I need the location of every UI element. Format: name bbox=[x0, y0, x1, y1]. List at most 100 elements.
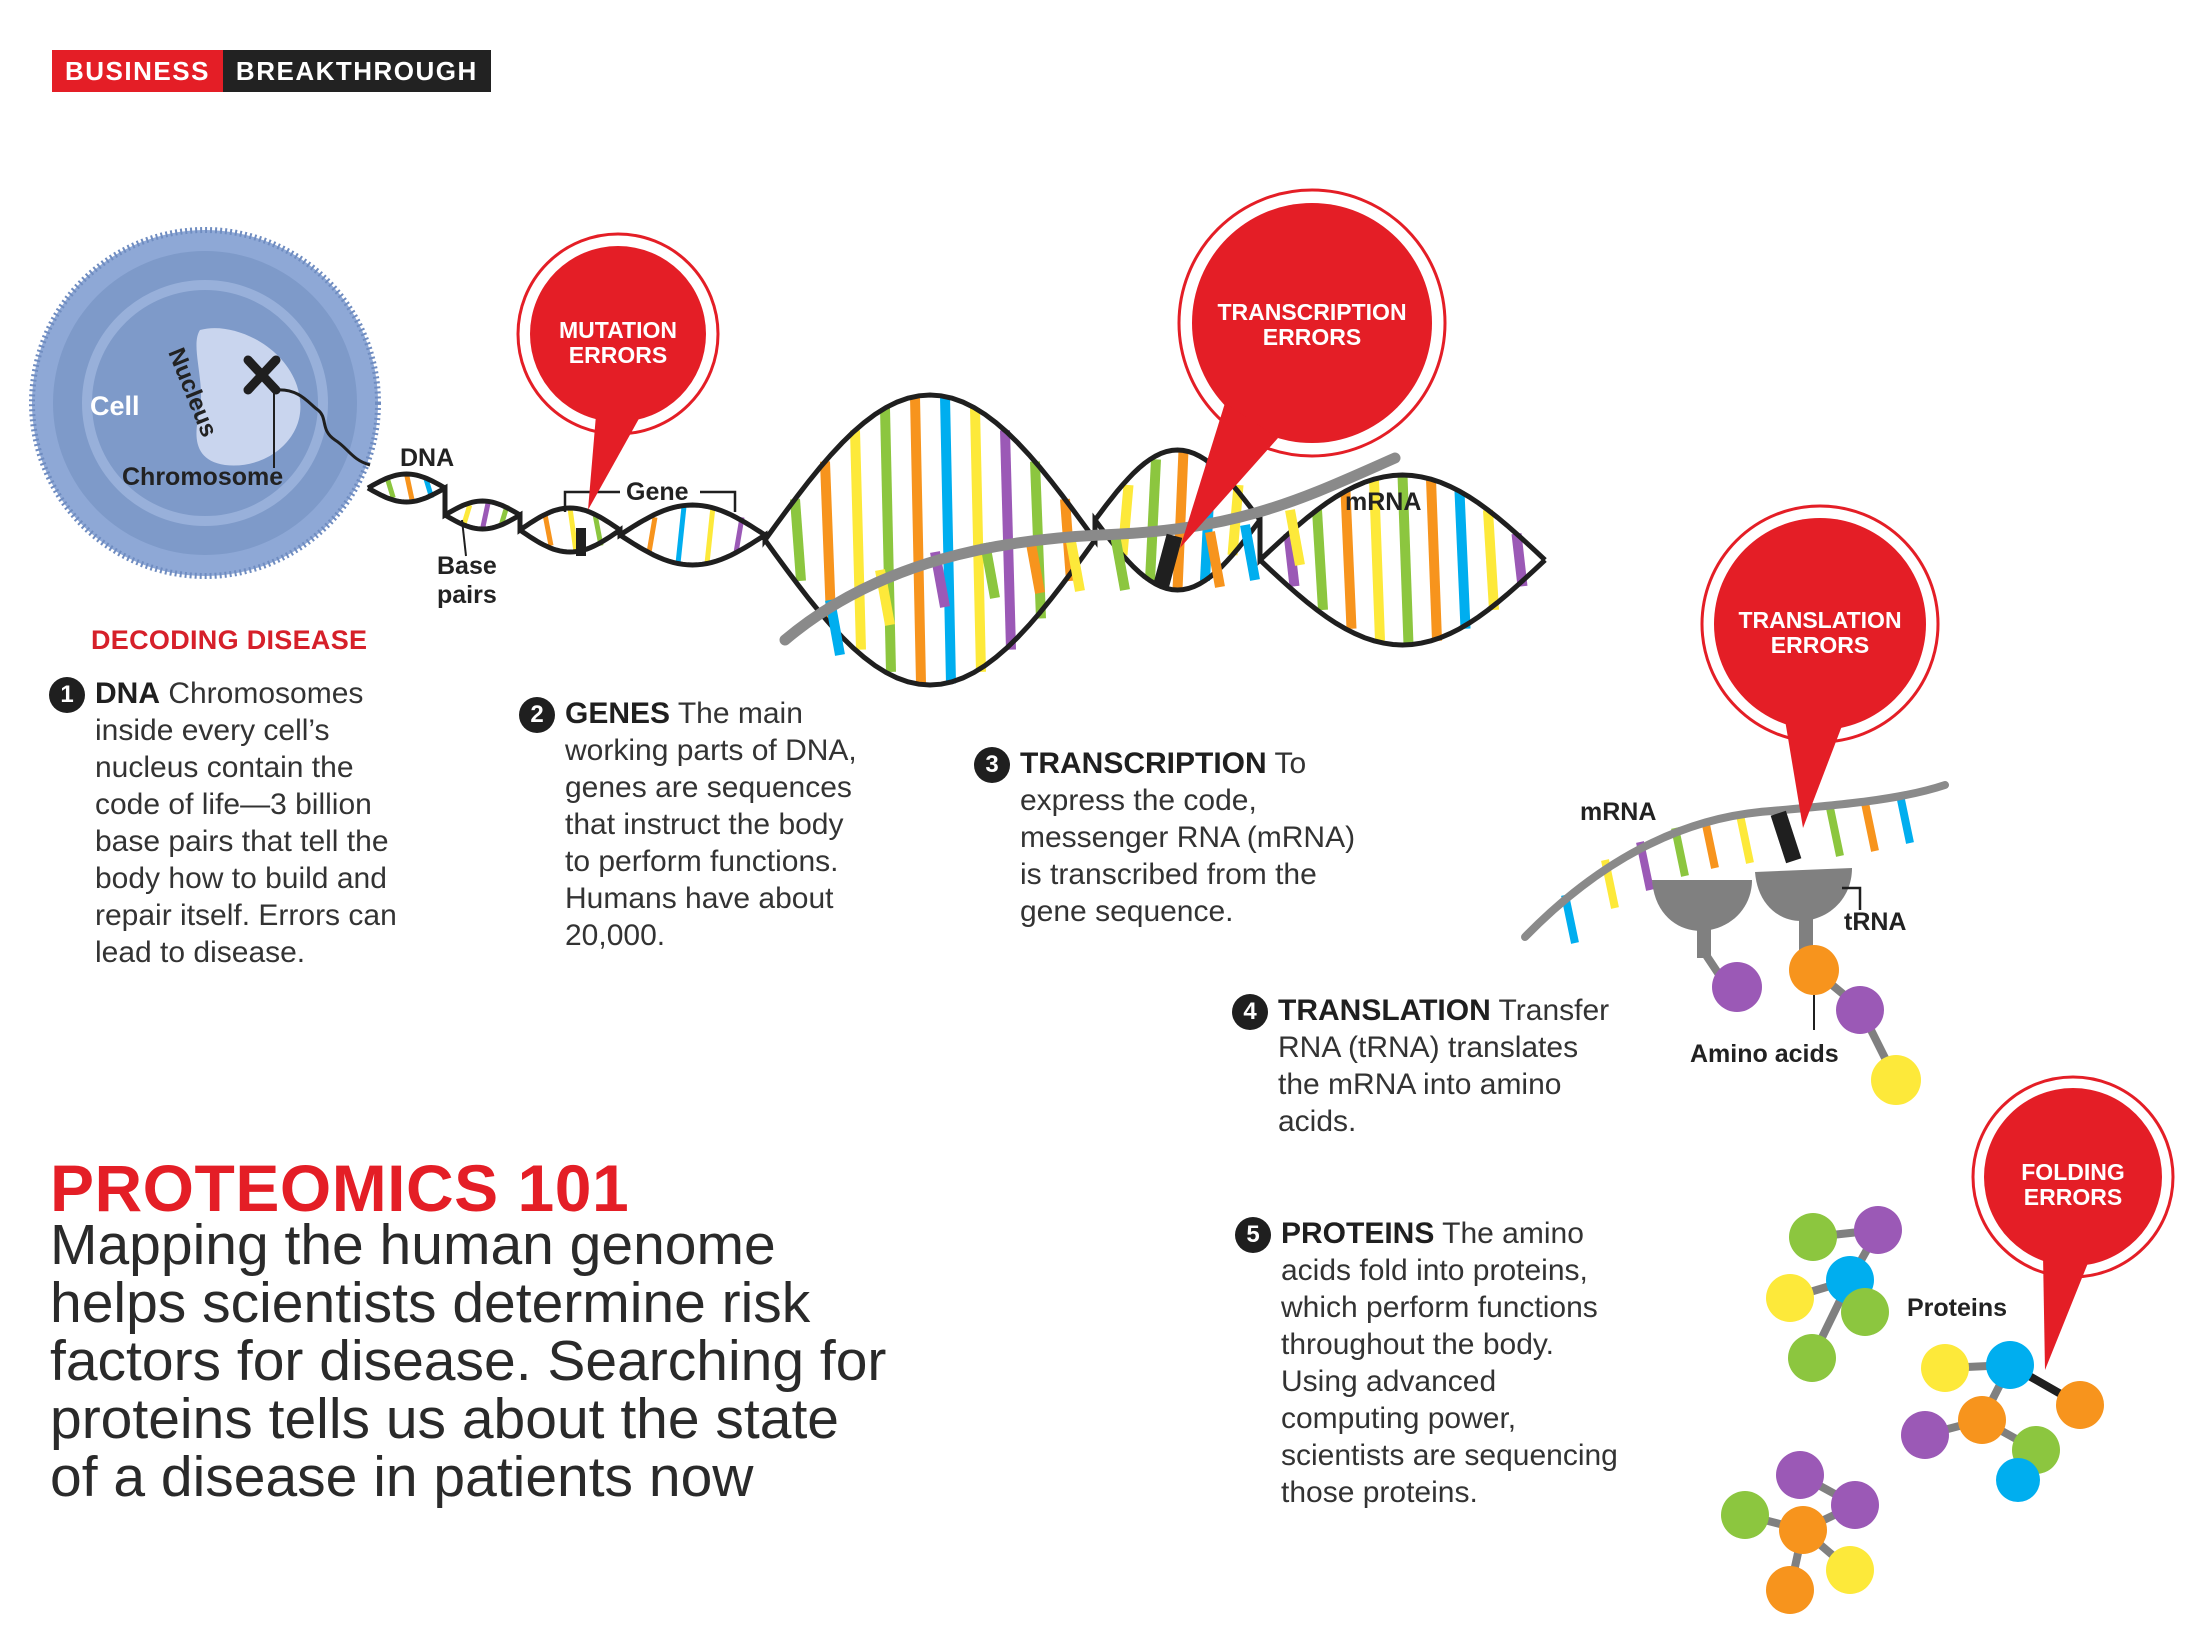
subtitle-line: proteins tells us about the state bbox=[50, 1387, 839, 1451]
mrna-label-translation: mRNA bbox=[1580, 798, 1656, 826]
step-number: 2 bbox=[519, 697, 555, 733]
base-pair-rung bbox=[940, 396, 956, 684]
base-pair-rung bbox=[880, 407, 896, 673]
rna-base bbox=[1896, 794, 1914, 844]
step-heading: TRANSCRIPTION bbox=[1020, 747, 1267, 780]
step-text: code of life—3 billion bbox=[95, 788, 372, 821]
step-genes: 2 GENES The main working parts of DNA, g… bbox=[519, 695, 1005, 954]
step-number: 5 bbox=[1235, 1217, 1271, 1253]
rna-base bbox=[1285, 509, 1305, 566]
step-text: those proteins. bbox=[1281, 1476, 1478, 1509]
base-pair-rung bbox=[1454, 491, 1471, 629]
folding-errors-line-2: ERRORS bbox=[2024, 1184, 2122, 1210]
step-text: acids fold into proteins, bbox=[1281, 1254, 1588, 1287]
base-pair-rung bbox=[646, 516, 658, 554]
rna-base bbox=[1025, 537, 1045, 594]
trna-label: tRNA bbox=[1844, 908, 1907, 936]
protein-cluster-1 bbox=[1766, 1206, 1902, 1382]
step-text: repair itself. Errors can bbox=[95, 899, 397, 932]
step-text: throughout the body. bbox=[1281, 1328, 1554, 1361]
step-number: 4 bbox=[1232, 994, 1268, 1030]
step-text: acids. bbox=[1278, 1105, 1357, 1138]
base-pair-rung bbox=[1397, 474, 1414, 646]
transcription-errors-line-1: TRANSCRIPTION bbox=[1217, 299, 1406, 325]
base-pair-rung bbox=[1117, 484, 1134, 556]
mutation-errors-line-2: ERRORS bbox=[569, 342, 667, 368]
step-text: The main bbox=[670, 697, 803, 730]
mrna-strand-translation bbox=[1521, 781, 1949, 941]
step-text: To bbox=[1266, 747, 1307, 780]
amino-acids-label: Amino acids bbox=[1690, 1040, 1839, 1068]
mutation-errors-callout: MUTATION ERRORS bbox=[516, 232, 720, 510]
base-pair-rung bbox=[1511, 533, 1528, 587]
mrna-label-transcription: mRNA bbox=[1345, 488, 1421, 516]
amino-acid-yellow bbox=[1871, 1055, 1921, 1105]
translation-error-marker bbox=[1770, 810, 1802, 864]
rna-base bbox=[1205, 531, 1225, 588]
step-number: 1 bbox=[49, 677, 85, 713]
transcription-errors-line-2: ERRORS bbox=[1263, 324, 1361, 350]
dna-label: DNA bbox=[400, 444, 454, 472]
translation-errors-line-2: ERRORS bbox=[1771, 632, 1869, 658]
step-heading: DNA bbox=[95, 677, 160, 710]
base-pair-rung bbox=[850, 430, 866, 650]
chromosome-label: Chromosome bbox=[122, 463, 283, 491]
header-banner: BUSINESS BREAKTHROUGH bbox=[52, 50, 491, 92]
base-pair-rung bbox=[404, 473, 415, 503]
rna-base bbox=[1861, 802, 1879, 852]
step-proteins: 5 PROTEINS The amino acids fold into pro… bbox=[1235, 1215, 1721, 1511]
step-text: the mRNA into amino bbox=[1278, 1068, 1562, 1101]
translation-errors-line-1: TRANSLATION bbox=[1738, 607, 1901, 633]
step-heading: TRANSLATION bbox=[1278, 994, 1491, 1027]
header-business: BUSINESS bbox=[52, 50, 223, 92]
step-text: RNA (tRNA) translates bbox=[1278, 1031, 1579, 1064]
dna-strand-a bbox=[366, 392, 1547, 593]
step-heading: PROTEINS bbox=[1281, 1217, 1435, 1250]
step-text: 20,000. bbox=[565, 919, 666, 952]
step-text: to perform functions. bbox=[565, 845, 839, 878]
protein-cluster-3 bbox=[1721, 1451, 1879, 1614]
base-pair-rung bbox=[704, 506, 716, 564]
step-text: is transcribed from the bbox=[1020, 858, 1317, 891]
step-text: inside every cell’s bbox=[95, 714, 330, 747]
base-pair-rung bbox=[675, 506, 687, 564]
step-text: lead to disease. bbox=[95, 936, 306, 969]
base-pair-rung bbox=[1172, 449, 1189, 591]
subtitle-line: of a disease in patients now bbox=[50, 1445, 754, 1509]
translation-errors-callout: TRANSLATION ERRORS bbox=[1700, 504, 1940, 828]
base-pair-rung bbox=[567, 507, 579, 553]
base-pair-rung bbox=[1426, 478, 1442, 642]
base-pair-rung bbox=[820, 461, 836, 619]
base-pairs-label-1: Base bbox=[437, 552, 497, 580]
subtitle-line: factors for disease. Searching for bbox=[50, 1329, 887, 1393]
dna-strand-b bbox=[366, 447, 1547, 688]
step-text: scientists are sequencing bbox=[1281, 1439, 1618, 1472]
cell-illustration: Cell Nucleus Chromosome bbox=[29, 227, 381, 579]
base-pair-rung bbox=[790, 498, 806, 582]
base-pair-rung bbox=[1145, 459, 1161, 581]
step-text: The amino bbox=[1434, 1217, 1584, 1250]
step-transcription: 3 TRANSCRIPTION To express the code, mes… bbox=[974, 745, 1460, 930]
step-text: computing power, bbox=[1281, 1402, 1517, 1435]
step-text: gene sequence. bbox=[1020, 895, 1234, 928]
folding-errors-callout: FOLDING ERRORS bbox=[1971, 1075, 2175, 1370]
base-pairs-label-2: pairs bbox=[437, 581, 497, 609]
base-pair-rung bbox=[1283, 533, 1300, 587]
rna-base bbox=[1826, 807, 1844, 857]
mrna-strand-transcription bbox=[779, 452, 1401, 646]
step-number: 3 bbox=[974, 747, 1010, 783]
trna-molecule-2 bbox=[1755, 868, 1852, 950]
transcription-errors-callout: TRANSCRIPTION ERRORS bbox=[1177, 188, 1447, 548]
step-translation: 4 TRANSLATION Transfer RNA (tRNA) transl… bbox=[1232, 992, 1698, 1140]
base-pair-rung bbox=[910, 396, 926, 684]
chromosome-icon bbox=[243, 355, 281, 468]
rna-base bbox=[1110, 534, 1130, 591]
step-text: express the code, bbox=[1020, 784, 1257, 817]
rna-base bbox=[1736, 814, 1754, 864]
step-text: that instruct the body bbox=[565, 808, 844, 841]
step-text: base pairs that tell the bbox=[95, 825, 389, 858]
step-text: Transfer bbox=[1490, 994, 1610, 1027]
mutation-errors-line-1: MUTATION bbox=[559, 317, 677, 343]
